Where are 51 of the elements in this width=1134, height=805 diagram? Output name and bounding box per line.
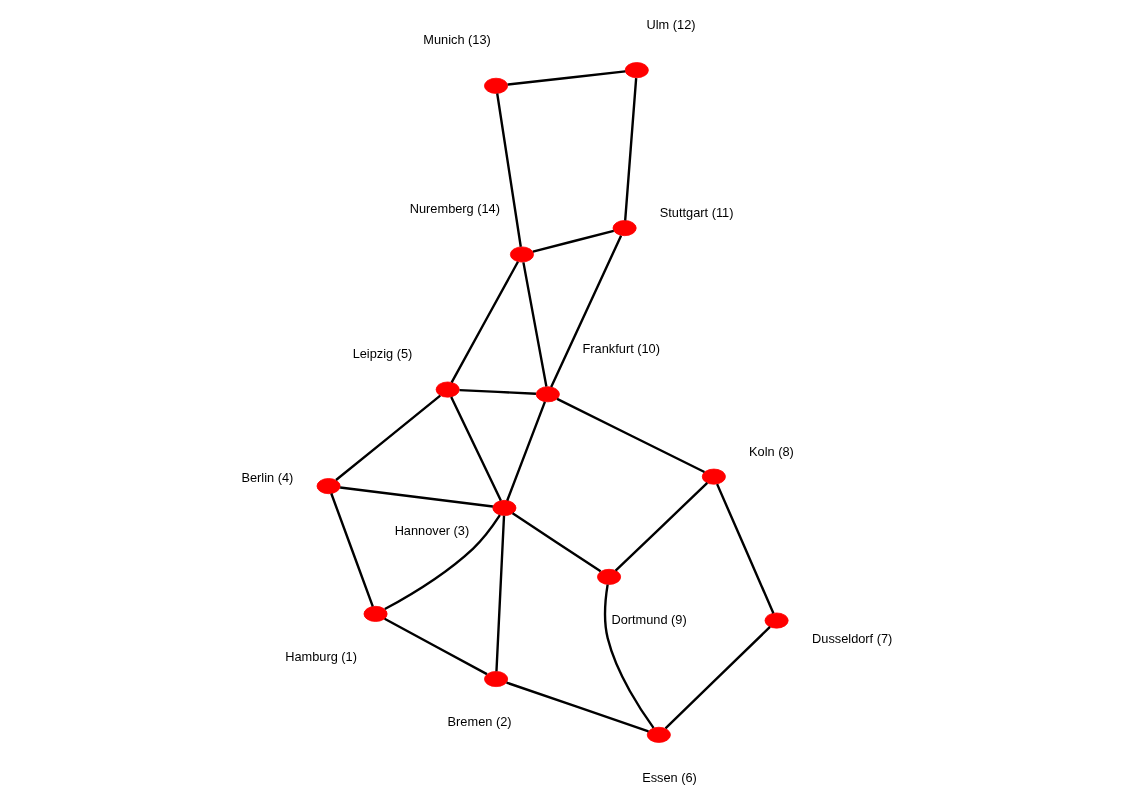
connector <box>522 262 548 387</box>
node-circle <box>646 726 671 743</box>
node-circle <box>316 478 341 495</box>
connector <box>495 515 506 672</box>
node-circle <box>484 671 509 687</box>
node-label: Stuttgart (11) <box>659 204 734 220</box>
node-label: Nuremberg (14) <box>409 201 500 217</box>
connector <box>459 388 536 395</box>
node-label: Dortmund (9) <box>611 612 687 628</box>
connector <box>384 514 501 611</box>
node-label: Hamburg (1) <box>285 649 358 665</box>
node-circle <box>484 77 509 94</box>
connector <box>614 482 709 572</box>
node-circle <box>492 499 517 516</box>
connector <box>532 229 614 253</box>
connector <box>506 681 649 733</box>
node-label: Berlin (4) <box>241 469 294 485</box>
connector <box>330 493 374 607</box>
node-label: Dusseldorf (7) <box>812 631 893 647</box>
node-label: Frankfurt (10) <box>582 340 660 356</box>
connector <box>384 617 488 676</box>
connector <box>624 77 638 221</box>
connector <box>664 626 771 730</box>
connector <box>506 401 546 501</box>
connector <box>450 396 502 502</box>
node-label: Hannover (3) <box>394 522 470 538</box>
connector <box>556 397 705 474</box>
node-label: Bremen (2) <box>447 714 512 730</box>
node-circle <box>363 605 388 622</box>
node-label: Leipzig (5) <box>352 345 413 361</box>
node-label: Munich (13) <box>423 32 491 48</box>
node-circle <box>435 381 460 398</box>
connector <box>335 394 441 481</box>
connector <box>511 512 602 573</box>
node-label: Koln (8) <box>749 443 794 459</box>
node-circle <box>701 468 726 485</box>
node-circle <box>535 386 560 403</box>
connector <box>603 584 655 729</box>
node-label: Essen (6) <box>642 770 697 786</box>
connector <box>716 483 775 614</box>
node-circle <box>597 568 622 585</box>
node-circle <box>624 62 649 79</box>
connector <box>550 235 623 388</box>
node-circle <box>509 246 534 263</box>
node-label: Ulm (12) <box>646 16 696 32</box>
node-circle <box>612 220 637 237</box>
connector <box>507 70 626 86</box>
connector <box>450 261 519 383</box>
connector <box>496 93 522 247</box>
node-circle <box>764 612 789 629</box>
connector <box>340 486 493 508</box>
